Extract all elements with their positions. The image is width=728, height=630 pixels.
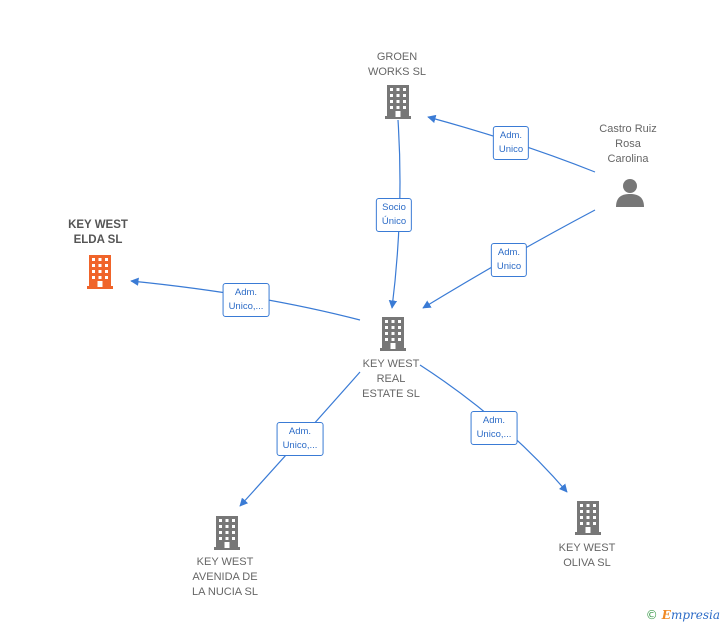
brand-initial: E [661, 608, 671, 622]
node-label-kwelda[interactable]: KEY WEST ELDA SL [68, 219, 128, 246]
brand-name: mpresia [670, 608, 720, 622]
edges-layer [130, 114, 596, 507]
building-icon[interactable] [575, 501, 601, 535]
person-icon[interactable] [616, 179, 644, 207]
node-label-groen[interactable]: GROEN WORKS SL [367, 51, 427, 78]
brand-footer: ©Empresia [646, 608, 720, 622]
node-label-castro[interactable]: Castro Ruiz Rosa Carolina [599, 123, 657, 165]
building-icon[interactable] [385, 85, 411, 119]
edge-label-kwreal-kwnucia[interactable]: Adm. Unico,... [276, 422, 324, 456]
edge-label-kwreal-kwelda[interactable]: Adm. Unico,... [222, 283, 270, 317]
building-icon[interactable] [87, 255, 113, 289]
icons-layer [87, 85, 644, 550]
building-icon[interactable] [214, 516, 240, 550]
edge-label-kwreal-kwoliva[interactable]: Adm. Unico,... [470, 411, 518, 445]
building-icon[interactable] [380, 317, 406, 351]
edge-label-castro-kwreal[interactable]: Adm. Unico [490, 243, 528, 277]
node-label-kwnucia[interactable]: KEY WEST AVENIDA DE LA NUCIA SL [191, 556, 259, 598]
edge-label-castro-groen[interactable]: Adm. Unico [492, 126, 530, 160]
node-label-kwoliva[interactable]: KEY WEST OLIVA SL [558, 542, 616, 569]
copyright-symbol: © [645, 608, 658, 622]
node-label-kwreal[interactable]: KEY WEST REAL ESTATE SL [362, 358, 420, 400]
edge-label-groen-kwreal[interactable]: Socio Único [375, 198, 413, 232]
